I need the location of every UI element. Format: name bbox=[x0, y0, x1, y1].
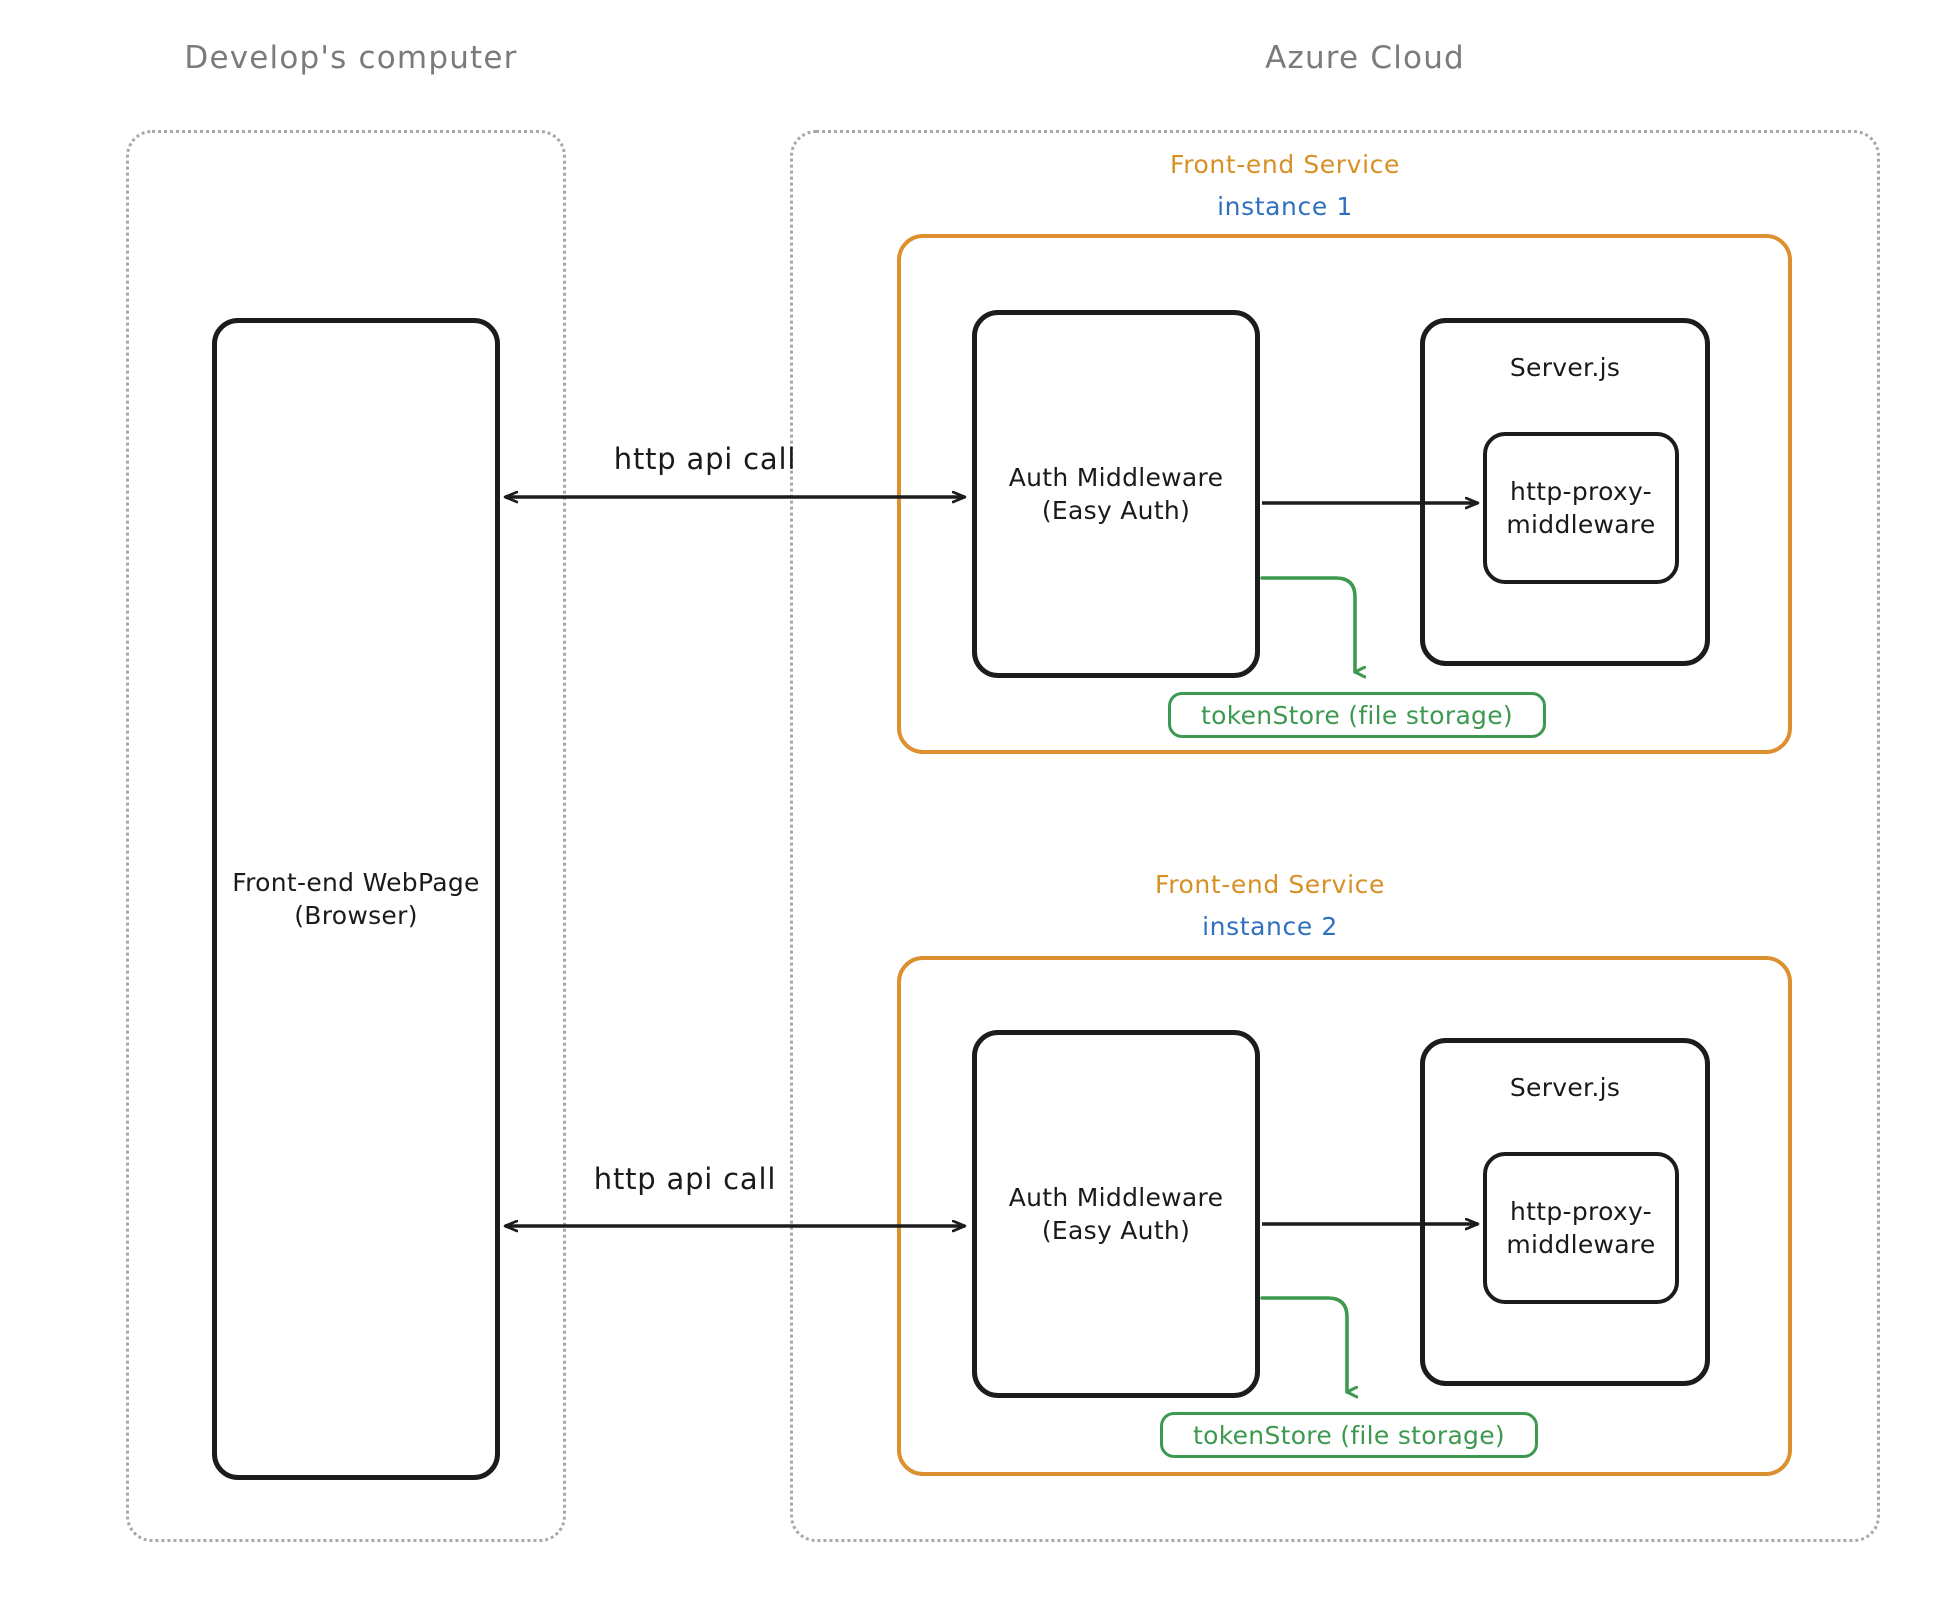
proxy-label-line1-i1: http-proxy- bbox=[1510, 477, 1652, 506]
service-label-instance-2: Front-end Service bbox=[1155, 870, 1385, 899]
browser-label-line2: (Browser) bbox=[294, 901, 418, 930]
node-token-store-instance-1[interactable]: tokenStore (file storage) bbox=[1168, 692, 1546, 738]
node-serverjs-instance-2-title: Server.js bbox=[1509, 1073, 1621, 1102]
auth-label-line2-i1: (Easy Auth) bbox=[1041, 496, 1191, 525]
service-label-instance-1: Front-end Service bbox=[1170, 150, 1400, 179]
auth-label-line2-i2: (Easy Auth) bbox=[1041, 1216, 1191, 1245]
node-auth-middleware-instance-2[interactable]: Auth Middleware (Easy Auth) bbox=[972, 1030, 1260, 1398]
node-frontend-webpage-browser-label: Front-end WebPage (Browser) bbox=[217, 866, 495, 932]
zone-title-azure-cloud: Azure Cloud bbox=[1265, 40, 1465, 76]
node-auth-middleware-instance-2-label: Auth Middleware (Easy Auth) bbox=[977, 1181, 1255, 1247]
proxy-label-line2-i2: middleware bbox=[1506, 1230, 1656, 1259]
service-container-instance-2 bbox=[897, 956, 1792, 1476]
proxy-label-line2-i1: middleware bbox=[1506, 510, 1656, 539]
node-token-store-instance-2[interactable]: tokenStore (file storage) bbox=[1160, 1412, 1538, 1458]
node-token-store-instance-1-label: tokenStore (file storage) bbox=[1201, 700, 1513, 730]
auth-label-line1-i1: Auth Middleware bbox=[1008, 463, 1224, 492]
service-instance-label-instance-1: instance 1 bbox=[1217, 192, 1353, 221]
node-http-proxy-middleware-instance-1-label: http-proxy-middleware bbox=[1487, 475, 1675, 541]
edge-label-http-api-call-instance-2: http api call bbox=[593, 1162, 777, 1196]
node-http-proxy-middleware-instance-2-label: http-proxy-middleware bbox=[1487, 1195, 1675, 1261]
zone-title-developer-computer: Develop's computer bbox=[184, 40, 518, 76]
node-auth-middleware-instance-1-label: Auth Middleware (Easy Auth) bbox=[977, 461, 1255, 527]
service-instance-label-instance-2: instance 2 bbox=[1202, 912, 1338, 941]
browser-label-line1: Front-end WebPage bbox=[232, 868, 480, 897]
node-serverjs-instance-1-title: Server.js bbox=[1509, 353, 1621, 382]
node-frontend-webpage-browser[interactable]: Front-end WebPage (Browser) bbox=[212, 318, 500, 1480]
node-serverjs-instance-2[interactable]: Server.js bbox=[1420, 1038, 1710, 1386]
node-http-proxy-middleware-instance-2[interactable]: http-proxy-middleware bbox=[1483, 1152, 1679, 1304]
zone-container-azure-cloud bbox=[790, 130, 1880, 1542]
node-auth-middleware-instance-1[interactable]: Auth Middleware (Easy Auth) bbox=[972, 310, 1260, 678]
edge-label-http-api-call-instance-1: http api call bbox=[613, 442, 797, 476]
node-token-store-instance-2-label: tokenStore (file storage) bbox=[1193, 1420, 1505, 1450]
auth-label-line1-i2: Auth Middleware bbox=[1008, 1183, 1224, 1212]
node-http-proxy-middleware-instance-1[interactable]: http-proxy-middleware bbox=[1483, 432, 1679, 584]
proxy-label-line1-i2: http-proxy- bbox=[1510, 1197, 1652, 1226]
zone-container-developer-computer bbox=[126, 130, 566, 1542]
